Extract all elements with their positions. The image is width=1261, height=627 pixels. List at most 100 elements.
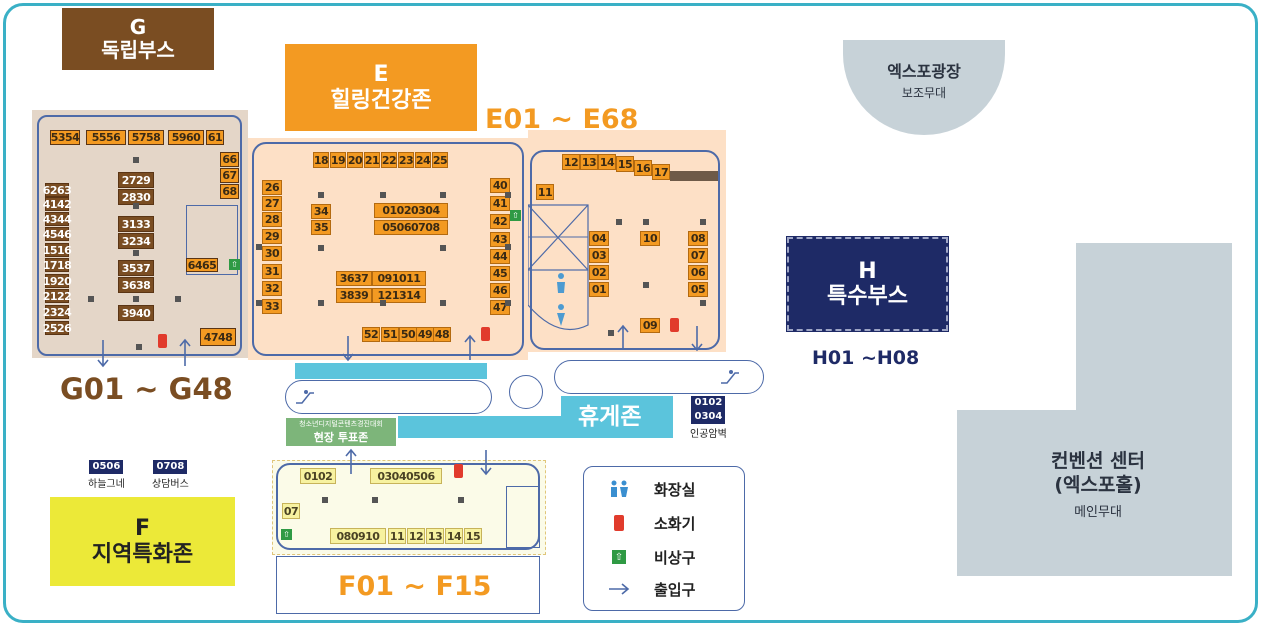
booth-e-05060708[interactable]: 05060708 [374,220,448,235]
booth-e-11[interactable]: 11 [536,184,554,200]
booth-e-23[interactable]: 23 [398,152,414,168]
booth-e-10[interactable]: 10 [640,231,660,246]
booth-e-091011[interactable]: 091011 [372,271,426,286]
booth-g-2122[interactable]: 2122 [42,289,72,303]
booth-e-28[interactable]: 28 [262,212,282,227]
booth-g-5960[interactable]: 5960 [168,130,204,145]
zone-f-label[interactable]: F 지역특화존 [50,497,235,586]
booth-f-12[interactable]: 12 [407,528,425,544]
booth-e-25[interactable]: 25 [432,152,448,168]
booth-f-14[interactable]: 14 [445,528,463,544]
booth-e-45[interactable]: 45 [490,266,510,281]
booth-g-3234[interactable]: 3234 [118,233,154,249]
booth-f-13[interactable]: 13 [426,528,444,544]
booth-g-3638[interactable]: 3638 [118,277,154,293]
booth-0506[interactable]: 0506 하늘그네 [88,460,125,490]
booth-g-4748[interactable]: 4748 [200,328,236,346]
booth-g-2324[interactable]: 2324 [42,305,72,319]
booth-e-21[interactable]: 21 [364,152,380,168]
booth-e-50[interactable]: 50 [399,327,417,342]
booth-e-48[interactable]: 48 [433,327,451,342]
booth-e-13[interactable]: 13 [580,154,598,170]
booth-e-33[interactable]: 33 [262,299,282,314]
booth-e-19[interactable]: 19 [330,152,346,168]
booth-e-14[interactable]: 14 [598,154,616,170]
booth-e-44[interactable]: 44 [490,249,510,264]
booth-e-3637[interactable]: 3637 [336,271,372,286]
booth-e-16[interactable]: 16 [634,160,652,176]
booth-e-20[interactable]: 20 [347,152,363,168]
booth-e-30[interactable]: 30 [262,246,282,261]
booth-e-01[interactable]: 01 [589,282,609,297]
vote-zone[interactable]: 청소년디지털콘텐츠경진대회 현장 투표존 [286,418,396,446]
booth-e-31[interactable]: 31 [262,264,282,279]
booth-e-18[interactable]: 18 [313,152,329,168]
booth-g-6465[interactable]: 6465 [186,258,218,272]
booth-e-03[interactable]: 03 [589,248,609,263]
booth-e-04[interactable]: 04 [589,231,609,246]
booth-f-15[interactable]: 15 [464,528,482,544]
booth-e-24[interactable]: 24 [415,152,431,168]
booth-g-3537[interactable]: 3537 [118,260,154,276]
booth-g-1920[interactable]: 1920 [42,274,72,288]
booth-e-51[interactable]: 51 [381,327,399,342]
booth-e-26[interactable]: 26 [262,180,282,195]
booth-g-6263[interactable]: 6263 [42,183,72,197]
booth-e-07[interactable]: 07 [688,248,708,263]
zone-g-label[interactable]: G 독립부스 [62,8,214,70]
escalator-left[interactable] [285,380,492,414]
booth-e-15[interactable]: 15 [616,156,634,172]
booth-e-09[interactable]: 09 [640,318,660,333]
booth-e-22[interactable]: 22 [381,152,397,168]
booth-g-4344[interactable]: 4344 [42,212,72,226]
booth-g-3940[interactable]: 3940 [118,305,154,321]
booth-e-34[interactable]: 34 [311,204,331,219]
booth-f-080910[interactable]: 080910 [330,528,386,544]
booth-g-4142[interactable]: 4142 [42,197,72,211]
booth-e-05[interactable]: 05 [688,282,708,297]
booth-g-68[interactable]: 68 [220,184,239,199]
booth-f-0102[interactable]: 0102 [300,468,336,484]
booth-g-67[interactable]: 67 [220,168,239,183]
booth-e-49[interactable]: 49 [416,327,434,342]
booth-g-5758[interactable]: 5758 [128,130,164,145]
booth-e-46[interactable]: 46 [490,283,510,298]
booth-e-52[interactable]: 52 [362,327,380,342]
booth-g-2526[interactable]: 2526 [42,321,72,335]
booth-f-07[interactable]: 07 [282,503,300,519]
booth-g-66[interactable]: 66 [220,152,239,167]
escalator-right[interactable] [554,360,764,394]
booth-f-03040506[interactable]: 03040506 [370,468,442,484]
booth-e-17[interactable]: 17 [652,164,670,180]
booth-e-32[interactable]: 32 [262,281,282,296]
booth-e-06[interactable]: 06 [688,265,708,280]
booth-g-5354[interactable]: 5354 [50,130,80,145]
booth-e-08[interactable]: 08 [688,231,708,246]
booth-e-27[interactable]: 27 [262,196,282,211]
booth-0708[interactable]: 0708 상담버스 [152,460,189,490]
booth-e-02[interactable]: 02 [589,265,609,280]
booth-e-12[interactable]: 12 [562,154,580,170]
booth-g-3133[interactable]: 3133 [118,216,154,232]
booth-e-41[interactable]: 41 [490,196,510,211]
booth-g-61[interactable]: 61 [206,130,224,145]
convention-center[interactable] [957,410,1232,576]
booth-e-35[interactable]: 35 [311,220,331,235]
booth-f-11[interactable]: 11 [388,528,406,544]
booth-g-4546[interactable]: 4546 [42,227,72,241]
booth-g-5556[interactable]: 5556 [86,130,126,145]
booth-g-1718[interactable]: 1718 [42,258,72,272]
booth-g-2729[interactable]: 2729 [118,172,154,188]
booth-climbing-wall[interactable]: 0102 0304 인공암벽 [690,396,727,440]
booth-e-29[interactable]: 29 [262,229,282,244]
booth-g-2830[interactable]: 2830 [118,189,154,205]
booth-e-42[interactable]: 42 [490,214,510,229]
booth-e-01020304[interactable]: 01020304 [374,203,448,218]
zone-h-label[interactable]: H 특수부스 [786,236,949,332]
booth-e-3839[interactable]: 3839 [336,288,372,303]
booth-g-1516[interactable]: 1516 [42,243,72,257]
booth-e-40[interactable]: 40 [490,178,510,193]
booth-e-121314[interactable]: 121314 [372,288,426,303]
zone-e-label[interactable]: E 힐링건강존 [285,44,477,131]
booth-e-43[interactable]: 43 [490,232,510,247]
